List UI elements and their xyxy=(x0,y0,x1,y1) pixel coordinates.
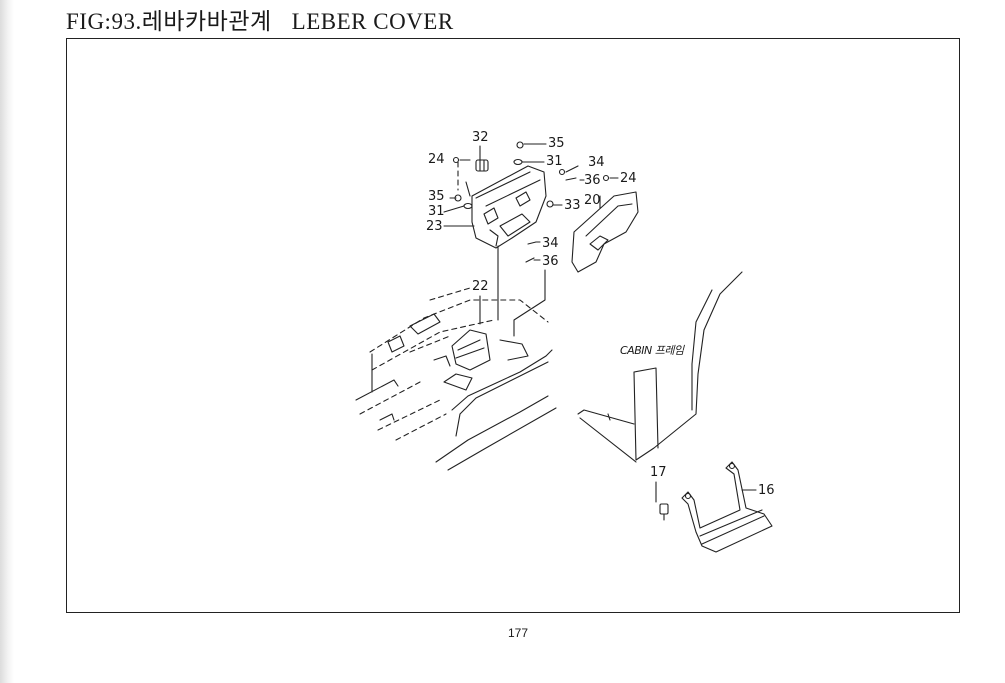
callout-31-top: 31 xyxy=(546,154,563,169)
callout-32: 32 xyxy=(472,130,489,145)
page-title: FIG:93.레바카바관계 LEBER COVER xyxy=(66,2,454,36)
cabin-frame-pillar xyxy=(577,271,743,463)
callout-24-right: 24 xyxy=(620,171,637,186)
callout-16: 16 xyxy=(758,483,775,498)
callout-22: 22 xyxy=(472,279,489,294)
scan-binding-edge xyxy=(0,0,14,683)
callout-17: 17 xyxy=(650,465,667,480)
figure-label: FIG:93.레바카바관계 xyxy=(66,9,272,34)
callout-35-top: 35 xyxy=(548,136,565,151)
callout-24-left: 24 xyxy=(428,152,445,167)
callout-20: 20 xyxy=(584,193,601,208)
callout-36-top: 36 xyxy=(584,173,601,188)
page-number: 177 xyxy=(508,626,529,640)
callout-23: 23 xyxy=(426,219,443,234)
side-cover-part-20 xyxy=(571,191,639,273)
callout-33: 33 xyxy=(564,198,581,213)
lever-cover-part-23 xyxy=(471,165,547,249)
bolt-part-17 xyxy=(659,503,669,521)
cabin-frame-label: CABIN 프레임 xyxy=(620,344,684,357)
figure-title: LEBER COVER xyxy=(291,9,454,34)
diagram-frame xyxy=(66,38,960,613)
callout-31-left: 31 xyxy=(428,204,445,219)
leader-lines xyxy=(443,143,757,503)
callout-34-bottom: 34 xyxy=(542,236,559,251)
step-part-16 xyxy=(681,461,773,553)
callout-36-bottom: 36 xyxy=(542,254,559,269)
knob-part-32 xyxy=(475,159,489,172)
callout-35-left: 35 xyxy=(428,189,445,204)
callout-34-top: 34 xyxy=(588,155,605,170)
floor-frame-structure xyxy=(355,287,557,471)
